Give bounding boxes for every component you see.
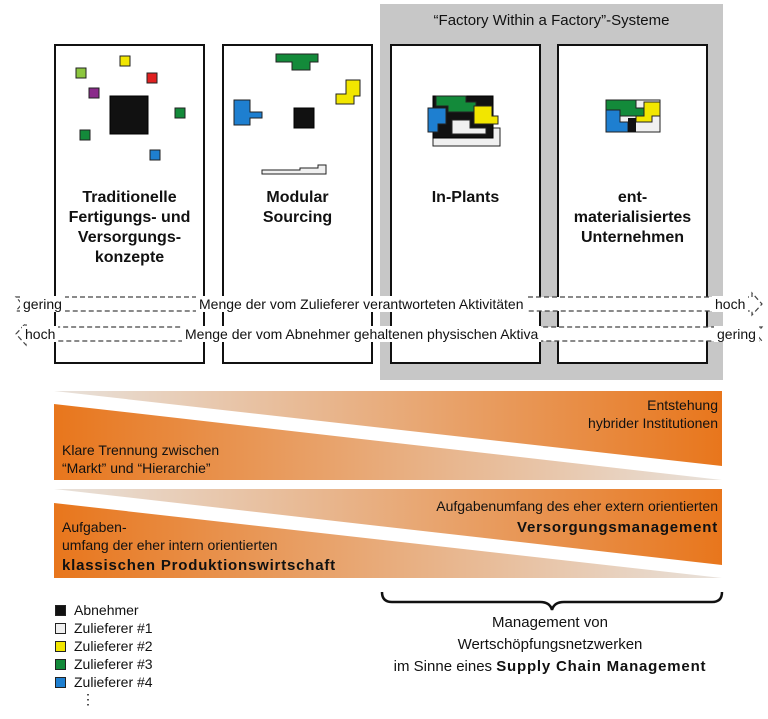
text-line: umfang der eher intern orientierten: [62, 537, 278, 553]
text-line-bold: Versorgungsmanagement: [516, 519, 718, 536]
scm-line: Wertschöpfungsnetzwerken: [457, 636, 643, 653]
supplier-block: [146, 72, 158, 84]
label-line: Unternehmen: [580, 229, 685, 246]
illustration-modular-sourcing: [233, 53, 361, 175]
text-line-bold: klassischen Produktionswirtschaft: [62, 557, 336, 574]
supplier1-module: [261, 164, 327, 175]
wedge1-left-text: Klare Trennung zwischen “Markt” und “Hie…: [62, 441, 219, 477]
buyer-block: [109, 95, 149, 135]
label-line: Modular: [266, 189, 329, 206]
supplier4-module: [427, 107, 447, 133]
arrow2-left-label: hoch: [22, 326, 59, 342]
legend-swatch: [55, 658, 66, 670]
illustration-traditional: [75, 55, 186, 161]
arrow1-left-label: gering: [20, 296, 65, 312]
legend-item: Zulieferer #3: [55, 655, 153, 673]
legend-item: Abnehmer: [55, 601, 153, 619]
arrow2-center-label: Menge der vom Abnehmer gehaltenen physis…: [182, 326, 542, 342]
supplier2-module: [335, 79, 361, 105]
text-line: hybrider Institutionen: [588, 415, 718, 431]
wedge2-left-text: Aufgaben- umfang der eher intern orienti…: [62, 518, 336, 575]
wedge-bottom-left: [54, 503, 722, 578]
label-line: Sourcing: [262, 209, 333, 226]
text-line: “Markt” und “Hierarchie”: [62, 460, 211, 476]
wedge-bottom-left: [54, 404, 722, 480]
legend-label: Abnehmer: [74, 602, 139, 618]
scm-bold: Supply Chain Management: [496, 658, 707, 675]
supplier-block: [75, 67, 87, 79]
arrow2-right-label: gering: [714, 326, 759, 342]
legend-label: Zulieferer #4: [74, 674, 153, 690]
buyer-block: [293, 107, 315, 129]
label-modular-sourcing: Modular Sourcing: [224, 188, 371, 228]
wedge2-right-text: Aufgabenumfang des eher extern orientier…: [330, 497, 718, 537]
label-entmaterialisiert: ent- materialisiertes Unternehmen: [559, 188, 706, 248]
text-line: Aufgaben-: [62, 519, 127, 535]
illustration-entmaterialisiert: [605, 99, 661, 133]
text-line: Aufgabenumfang des eher extern orientier…: [436, 498, 718, 514]
label-line: Versorgungs-: [77, 229, 182, 246]
arrow1-center-label: Menge der vom Zulieferer verantworteten …: [196, 296, 527, 312]
legend-swatch: [55, 604, 66, 616]
supplier-block: [149, 149, 161, 161]
legend-item: Zulieferer #2: [55, 637, 153, 655]
wedge-top-right: [54, 489, 722, 565]
label-line: Fertigungs- und: [68, 209, 191, 226]
supplier1-module: [451, 119, 487, 135]
label-in-plants: In-Plants: [392, 188, 539, 208]
supplier-block: [79, 129, 91, 141]
legend: Abnehmer Zulieferer #1 Zulieferer #2 Zul…: [55, 601, 153, 707]
supplier3-module: [275, 53, 319, 71]
legend-swatch: [55, 640, 66, 652]
label-line: Traditionelle: [82, 189, 177, 206]
scm-caption: Management von Wertschöpfungsnetzwerken …: [340, 612, 760, 678]
label-line: konzepte: [94, 249, 165, 266]
scm-prefix: im Sinne eines: [393, 658, 493, 675]
label-traditional: Traditionelle Fertigungs- und Versorgung…: [56, 188, 203, 268]
supplier-block: [174, 107, 186, 119]
supplier-block: [88, 87, 100, 99]
legend-swatch: [55, 622, 66, 634]
supplier4-module: [233, 99, 263, 126]
label-line: materialisiertes: [573, 209, 692, 226]
fwf-title: “Factory Within a Factory”-Systeme: [433, 12, 670, 29]
arrow1-right-label: hoch: [712, 296, 749, 312]
legend-label: Zulieferer #3: [74, 656, 153, 672]
label-line: ent-: [617, 189, 648, 206]
scm-brace: [380, 591, 724, 611]
wedge-top-right: [54, 391, 722, 466]
illustration-in-plants: [427, 95, 501, 147]
legend-more: ⋮: [81, 691, 95, 707]
label-line: In-Plants: [431, 189, 500, 206]
legend-item: Zulieferer #1: [55, 619, 153, 637]
text-line: Klare Trennung zwischen: [62, 442, 220, 458]
legend-label: Zulieferer #2: [74, 638, 153, 654]
legend-label: Zulieferer #1: [74, 620, 153, 636]
supplier2-module: [635, 101, 661, 123]
scm-line: Management von: [492, 614, 608, 631]
supplier-block: [119, 55, 131, 67]
text-line: Entstehung: [647, 397, 718, 413]
scm-line: im Sinne eines Supply Chain Management: [340, 656, 760, 678]
buyer-block: [628, 118, 636, 132]
supplier2-module: [473, 105, 499, 125]
wedge1-right-text: Entstehung hybrider Institutionen: [420, 396, 718, 432]
legend-item: Zulieferer #4: [55, 673, 153, 691]
legend-swatch: [55, 676, 66, 688]
